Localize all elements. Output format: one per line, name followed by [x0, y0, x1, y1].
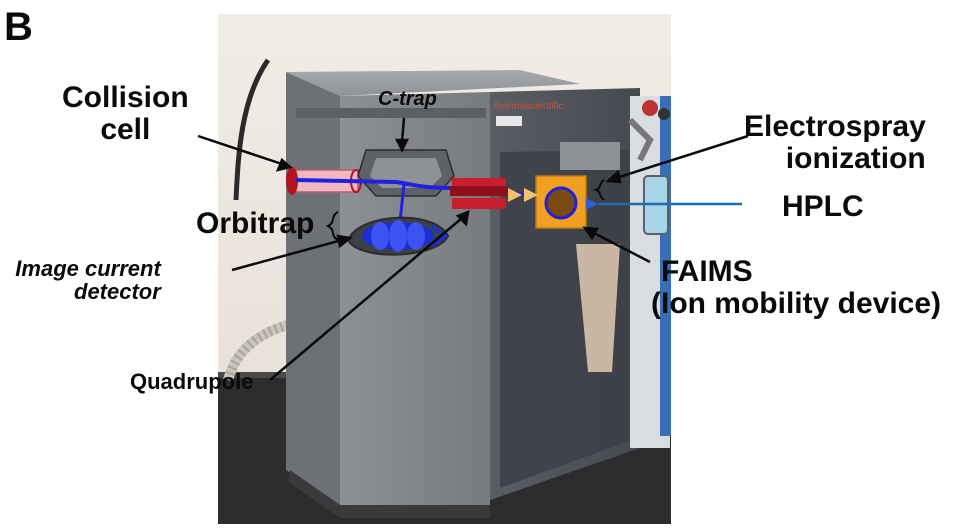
collision-cell-label: Collision cell — [62, 82, 189, 145]
quadrupole-label: Quadrupole — [130, 369, 254, 394]
collision-cell-pointer — [197, 134, 283, 166]
hplc-label: HPLC — [782, 190, 864, 223]
image-current-detector-label-line-2: detector — [74, 279, 161, 305]
ion-direction-arrows — [508, 188, 538, 202]
collision-cell-label-line-2: cell — [100, 112, 151, 146]
instrument-top — [286, 70, 580, 96]
faims-label: FAIMS (Ion mobility device) — [651, 256, 941, 319]
esi-brace — [592, 179, 605, 201]
faims-label-line-2: (Ion mobility device) — [651, 286, 942, 320]
quadrupole — [450, 178, 508, 209]
image-current-detector-label: Image current detector — [14, 257, 161, 303]
c-trap-label: C-trap — [378, 88, 437, 110]
image-current-detector-label-line-1: Image current — [15, 256, 161, 281]
electrospray-label: Electrospray ionization — [744, 111, 926, 174]
quadrupole-pointer — [269, 217, 463, 381]
brand-logo: thermoscientific — [494, 101, 563, 112]
ctrap-pointer — [400, 117, 406, 143]
electrospray-label-line-2: ionization — [785, 141, 926, 175]
collision-cell-label-line-1: Collision — [62, 81, 189, 114]
orbitrap-label: Orbitrap — [196, 207, 315, 240]
faims-pointer — [591, 230, 651, 264]
esi-pointer — [615, 134, 749, 180]
panel-letter: B — [4, 5, 33, 49]
power-cable — [233, 58, 271, 201]
faims-device — [535, 175, 598, 229]
orbitrap-brace — [325, 211, 339, 241]
image-detector-pointer — [231, 238, 343, 272]
ion-path — [295, 178, 581, 202]
faims-label-line-1: FAIMS — [661, 255, 753, 288]
instrument-side — [286, 72, 340, 505]
electrospray-label-line-1: Electrospray — [744, 110, 926, 143]
orbitrap — [346, 216, 450, 256]
